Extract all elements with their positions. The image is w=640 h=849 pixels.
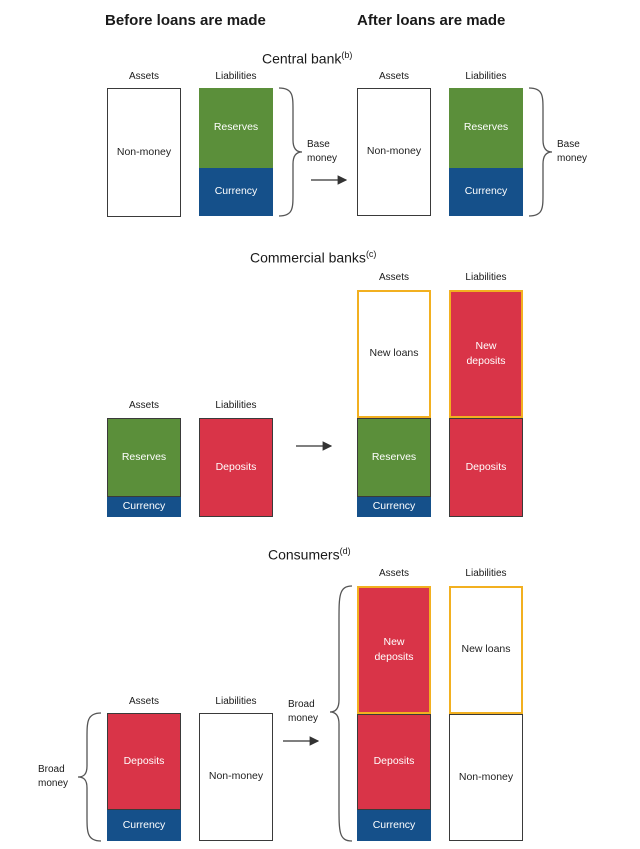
commercial-banks-note: (c): [365, 249, 377, 259]
cb-before-reserves-box: Reserves: [199, 88, 273, 168]
cons-before-currency-box: Currency: [107, 810, 181, 841]
cb-after-reserves-box: Reserves: [449, 88, 523, 168]
cb-before-brace-icon: [278, 87, 303, 217]
cb-before-base-money-text: Base money: [307, 139, 338, 164]
combank-after-liabilities-header: Liabilities: [465, 272, 507, 283]
cb-after-currency-box: Currency: [449, 168, 523, 216]
cb-after-liabilities-header: Liabilities: [465, 71, 507, 82]
combank-before-liabilities-header: Liabilities: [215, 400, 257, 411]
cb-before-non-money-box: Non-money: [107, 88, 181, 217]
consumers-note: (d): [339, 546, 351, 556]
combank-before-reserves-box: Reserves: [107, 418, 181, 497]
cons-before-deposits-box: Deposits: [107, 713, 181, 810]
cons-before-broad-money-text: Broad money: [38, 764, 69, 789]
cb-after-brace-icon: [528, 87, 553, 217]
cons-after-new-deposits-text: New deposits: [374, 635, 414, 663]
cb-before-base-money-label: Base money: [307, 138, 343, 165]
cons-after-new-loans-box: New loans: [449, 586, 523, 714]
cons-after-deposits-box: Deposits: [357, 714, 431, 810]
cb-after-non-money-box: Non-money: [357, 88, 431, 216]
cb-before-liabilities-header: Liabilities: [215, 71, 257, 82]
combank-after-currency-box: Currency: [357, 497, 431, 517]
combank-after-deposits-box: Deposits: [449, 418, 523, 517]
cons-before-liabilities-header: Liabilities: [215, 696, 257, 707]
combank-after-reserves-box: Reserves: [357, 418, 431, 497]
cons-before-broad-money-label: Broad money: [38, 763, 76, 790]
after-column-title: After loans are made: [357, 12, 506, 29]
combank-after-assets-header: Assets: [378, 272, 409, 283]
cons-after-non-money-box: Non-money: [449, 714, 523, 841]
combank-before-assets-header: Assets: [128, 400, 159, 411]
combank-before-currency-box: Currency: [107, 497, 181, 517]
cons-after-liabilities-header: Liabilities: [465, 568, 507, 579]
combank-after-new-deposits-box: New deposits: [449, 290, 523, 418]
before-column-title: Before loans are made: [105, 12, 266, 29]
commercial-banks-title: Commercial banks(c): [250, 249, 376, 266]
cons-after-currency-box: Currency: [357, 810, 431, 841]
cb-after-base-money-text: Base money: [557, 139, 588, 164]
cb-after-assets-header: Assets: [378, 71, 409, 82]
cb-after-base-money-label: Base money: [557, 138, 593, 165]
consumers-title-text: Consumers: [268, 546, 340, 563]
cons-after-assets-header: Assets: [378, 568, 409, 579]
cb-before-assets-header: Assets: [128, 71, 159, 82]
cons-before-assets-header: Assets: [128, 696, 159, 707]
commercial-banks-title-text: Commercial banks: [250, 249, 366, 266]
central-bank-title: Central bank(b): [262, 50, 352, 67]
combank-after-new-deposits-text: New deposits: [466, 339, 506, 367]
cb-before-currency-box: Currency: [199, 168, 273, 216]
consumers-title: Consumers(d): [268, 546, 351, 563]
cons-after-broad-money-text: Broad money: [288, 699, 319, 724]
combank-after-new-loans-box: New loans: [357, 290, 431, 418]
cons-after-new-deposits-box: New deposits: [357, 586, 431, 714]
cons-after-brace-icon: [329, 585, 353, 842]
central-bank-title-text: Central bank: [262, 50, 342, 67]
cons-after-broad-money-label: Broad money: [288, 698, 326, 725]
central-bank-note: (b): [341, 50, 353, 60]
combank-before-deposits-box: Deposits: [199, 418, 273, 517]
cons-before-non-money-box: Non-money: [199, 713, 273, 841]
cons-before-brace-icon: [77, 712, 102, 842]
